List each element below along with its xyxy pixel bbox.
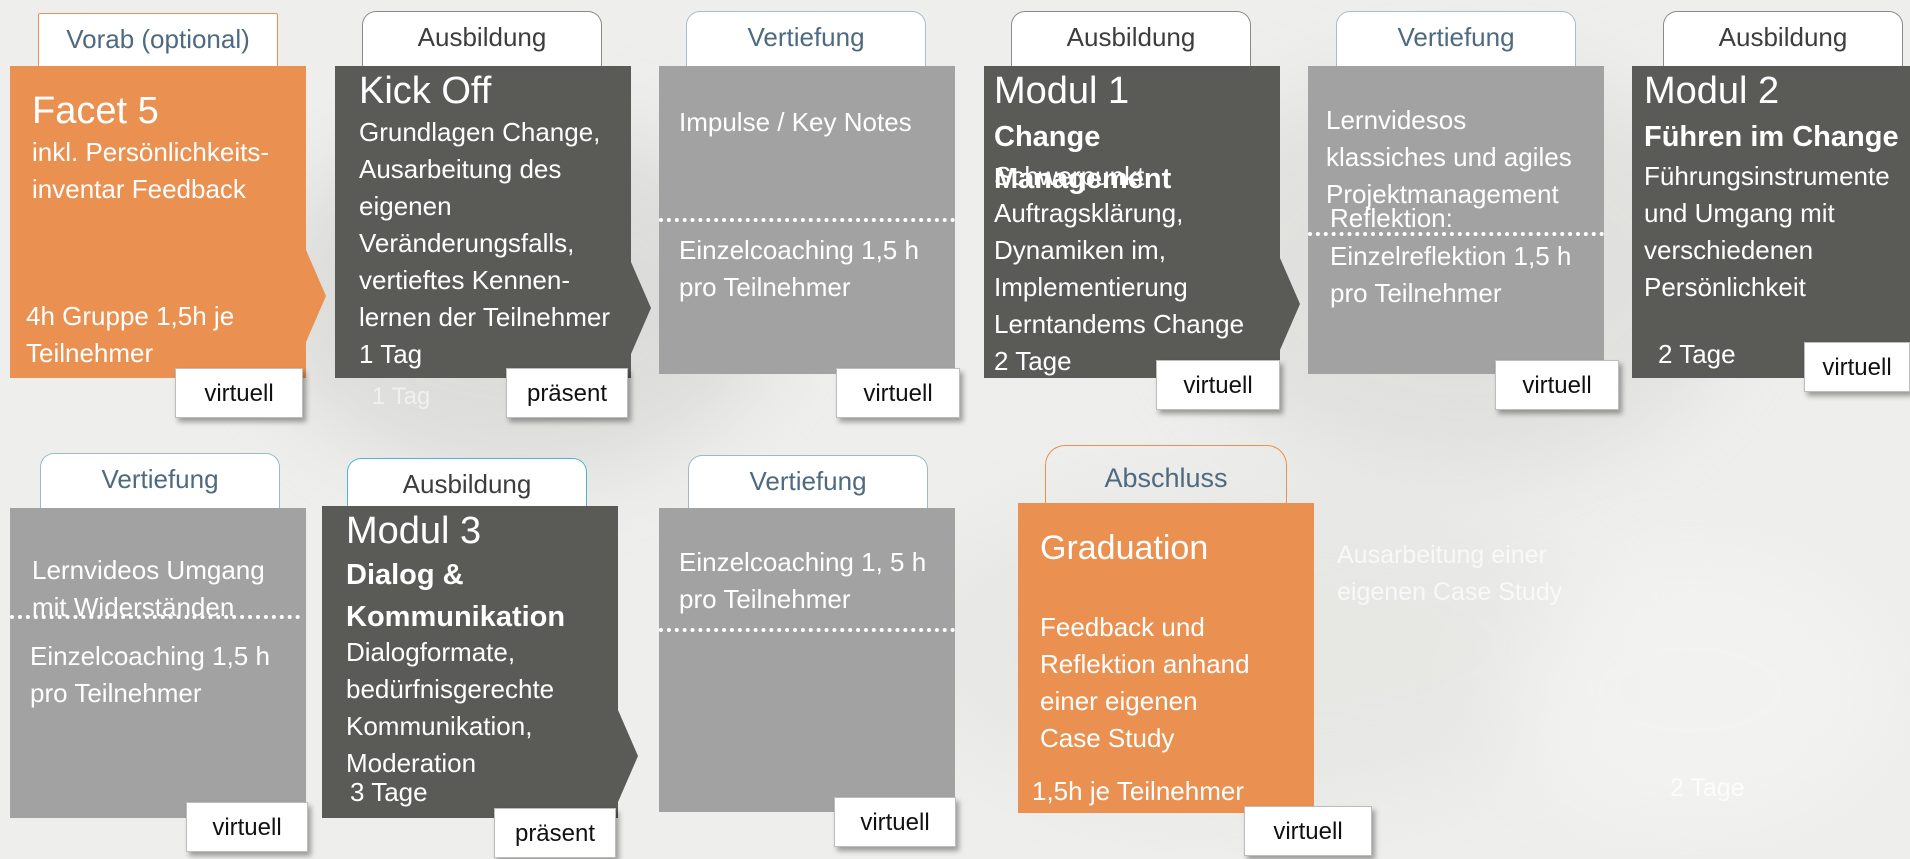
card-description: inkl. Persönlichkeits- inventar Feedback (32, 137, 269, 204)
format-badge: virtuell (1804, 342, 1910, 392)
card-note: 4h Gruppe 1,5h je Teilnehmer (26, 301, 235, 368)
card-title: Graduation (1040, 529, 1209, 567)
divider-dotted (659, 218, 955, 222)
tab-ausbildung: Ausbildung (1663, 11, 1903, 67)
format-badge: virtuell (1495, 360, 1619, 410)
card-days: 3 Tage (350, 777, 428, 807)
card-vertiefung-widerstaende: Lernvideos Umgang mit Widerständen Einze… (10, 508, 306, 818)
card-bottom-text: Einzelreflektion 1,5 h pro Teilnehmer (1330, 241, 1572, 308)
card-subtitle: Dialog & Kommunikation (346, 559, 566, 633)
card-title: Modul 2 (1644, 70, 1780, 112)
card-note: 1,5h je Teilnehmer (1032, 776, 1244, 806)
card-title: Modul 1 (994, 70, 1130, 112)
divider-dotted (10, 615, 300, 619)
card-description: Grundlagen Change, Ausarbeitung des eige… (359, 117, 610, 369)
arrow-right-icon (631, 262, 651, 354)
card-description: Führungsinstrumente und Umgang mit versc… (1644, 161, 1890, 302)
tab-vertiefung: Vertiefung (686, 11, 926, 67)
card-title: Kick Off (359, 70, 492, 112)
ghost-days-text: 2 Tage (1670, 774, 1745, 802)
card-bottom-text: Einzelcoaching 1,5 h pro Teilnehmer (679, 235, 919, 302)
format-badge: virtuell (186, 802, 308, 852)
tab-vertiefung: Vertiefung (1336, 11, 1576, 69)
arrow-right-icon (1280, 258, 1300, 350)
divider-dotted (659, 628, 955, 632)
tab-vertiefung: Vertiefung (40, 453, 280, 509)
format-badge: virtuell (1156, 360, 1280, 410)
tab-abschluss: Abschluss (optional) (1045, 445, 1287, 557)
tab-ausbildung: Ausbildung (347, 458, 587, 508)
card-title: Facet 5 (32, 90, 159, 132)
card-title: Modul 3 (346, 510, 482, 552)
format-badge: präsent (506, 368, 628, 418)
card-description: Schwerpunkt Auftragsklärung, Dynamiken i… (994, 161, 1245, 376)
card-vertiefung-lernvideos: Lernvidesos klassiches und agiles Projek… (1308, 66, 1604, 374)
card-graduation: Graduation Feedback und Reflektion anhan… (1018, 503, 1314, 813)
ghost-case-study-text: Ausarbeitung einer eigenen Case Study (1337, 541, 1563, 606)
card-bottom-text: Einzelcoaching 1,5 h pro Teilnehmer (30, 641, 270, 708)
tab-vorab: Vorab (optional) (38, 13, 278, 67)
tab-ausbildung: Ausbildung (362, 11, 602, 67)
format-badge: präsent (494, 808, 616, 858)
arrow-right-icon (306, 250, 326, 342)
card-facet-5: Facet 5 inkl. Persönlichkeits- inventar … (10, 66, 306, 378)
card-days: 2 Tage (1658, 339, 1736, 369)
divider-dotted (1308, 232, 1604, 236)
format-badge: virtuell (175, 368, 303, 418)
tab-vertiefung: Vertiefung (688, 455, 928, 511)
format-badge: virtuell (834, 797, 956, 847)
card-kick-off: Kick Off Grundlagen Change, Ausarbeitung… (335, 66, 631, 378)
card-modul-2: Modul 2 Führen im Change Führungsinstrum… (1632, 66, 1910, 378)
card-top-text: Einzelcoaching 1, 5 h pro Teilnehmer (679, 547, 927, 614)
card-description: Feedback und Reflektion anhand einer eig… (1040, 612, 1250, 753)
card-description: Dialogformate, bedürfnisgerechte Kommuni… (346, 637, 555, 778)
card-top-text: Impulse / Key Notes (679, 107, 912, 137)
ghost-text: 1 Tag (372, 383, 431, 410)
card-modul-3: Modul 3 Dialog & Kommunikation Dialogfor… (322, 506, 618, 818)
card-vertiefung-einzelcoaching: Einzelcoaching 1, 5 h pro Teilnehmer (659, 508, 955, 812)
card-vertiefung-impulse: Impulse / Key Notes Einzelcoaching 1,5 h… (659, 66, 955, 374)
format-badge: virtuell (1244, 806, 1372, 856)
card-top-text: Lernvidesos klassiches und agiles Projek… (1326, 105, 1572, 209)
arrow-right-icon (618, 710, 638, 802)
tab-ausbildung: Ausbildung (1011, 11, 1251, 67)
card-modul-1: Modul 1 Change Management Schwerpunkt Au… (984, 66, 1280, 378)
card-reflektion-label: Reflektion: (1330, 203, 1453, 233)
card-subtitle: Change Management (994, 121, 1172, 195)
format-badge: virtuell (836, 368, 960, 418)
card-subtitle: Führen im Change (1644, 121, 1899, 153)
